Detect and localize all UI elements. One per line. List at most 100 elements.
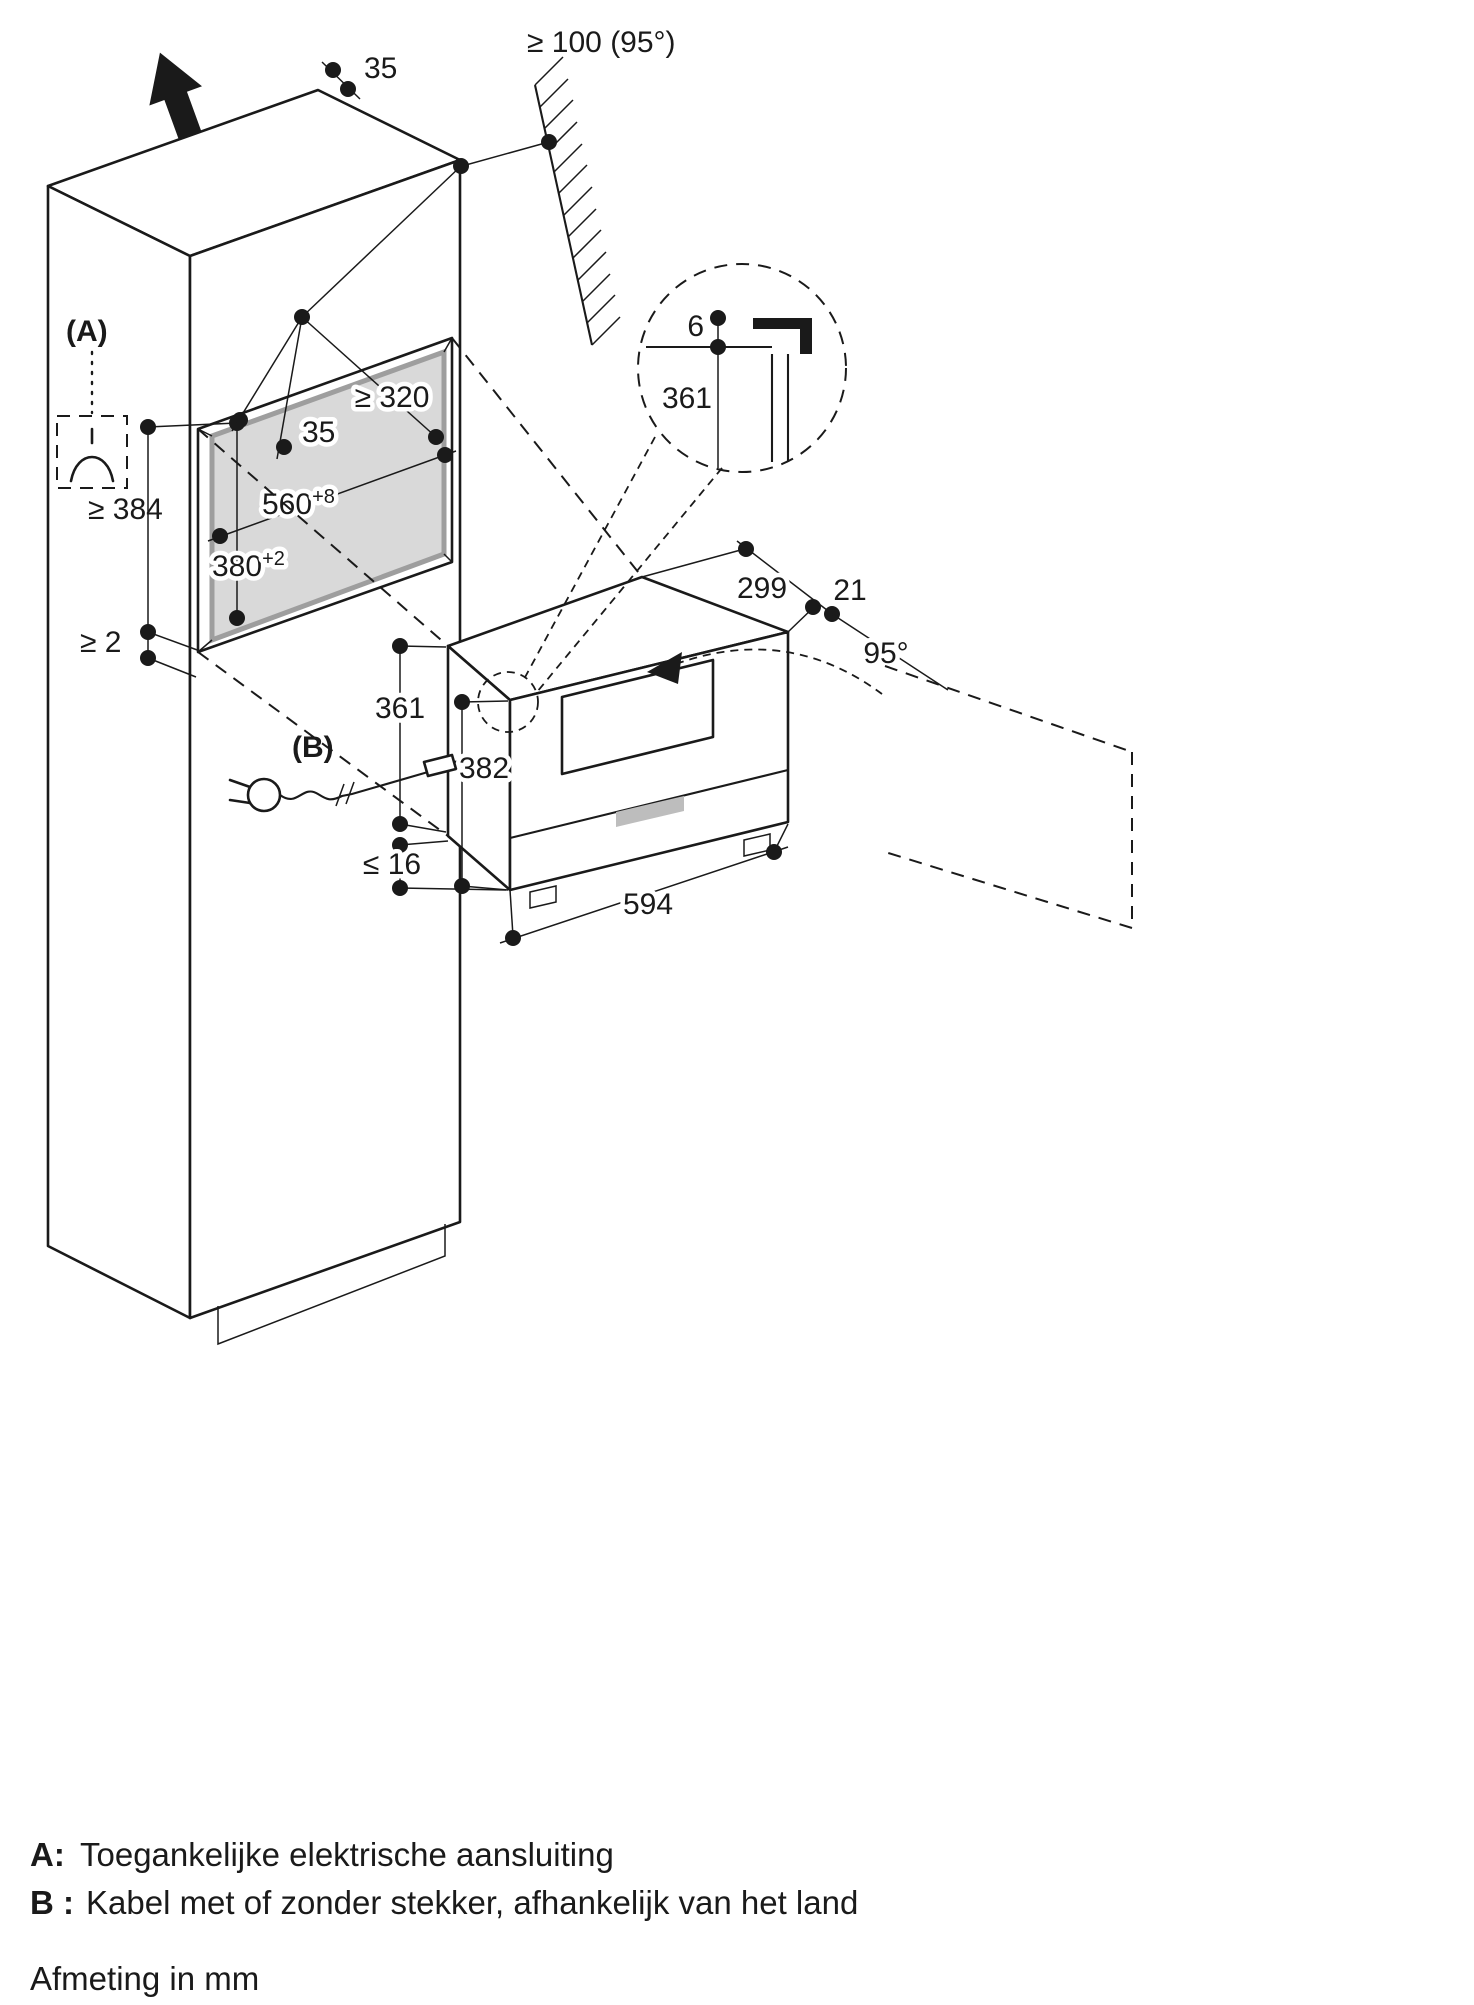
niche [196, 336, 454, 654]
mounting-rail-profile [753, 318, 812, 354]
dim-top-overhang: 35 [321, 52, 397, 100]
dim-dot [437, 447, 453, 463]
dim-appliance-height: 382 [454, 694, 514, 894]
dim-appliance-width: 594 [499, 823, 789, 946]
dim-label: 594 [623, 888, 673, 921]
dim-detail-gap: 6 [687, 310, 726, 355]
dim-label: 21 [833, 574, 866, 607]
projection-line [451, 337, 643, 578]
plug-icon [246, 777, 282, 813]
ext-line [147, 422, 238, 428]
dim-bottom-clearance: ≥ 2 [80, 626, 201, 678]
leader-line [831, 613, 949, 691]
cable-break-mark [335, 783, 345, 807]
dim-label: 95° [863, 637, 908, 670]
niche-depth-edge [197, 639, 213, 653]
open-door-edge [884, 851, 1133, 929]
legend-units: Afmeting in mm [30, 1960, 259, 1997]
dim-rear-height: 361 [370, 638, 447, 833]
dim-niche-height: 380+2 [208, 415, 289, 626]
dim-foot-adjustment: ≤ 16 [358, 837, 507, 896]
dim-detail-height: 361 [662, 352, 719, 468]
dim-door-thickness: 21 [824, 570, 949, 691]
dim-label: 6 [687, 310, 704, 343]
door-bottom-strip-line [509, 768, 789, 840]
ext-line [399, 840, 449, 846]
dim-label: 361 [662, 382, 712, 415]
callout-a-box [56, 415, 128, 489]
dim-label: ≤ 16 [363, 848, 421, 881]
door-swing-arc [675, 648, 883, 695]
dim-appliance-depth: 299 [641, 540, 837, 633]
dim-line [207, 450, 457, 542]
dim-label: 382 [459, 752, 509, 785]
dim-line [276, 316, 303, 460]
callout-a: (A) [56, 315, 128, 489]
dim-dot [805, 599, 821, 615]
legend-b-key: B : [30, 1884, 74, 1921]
dim-dot [453, 158, 469, 174]
legend-a-text: Toegankelijke elektrische aansluiting [80, 1836, 614, 1873]
ext-line [147, 657, 197, 678]
callout-b-label: (B) [292, 731, 334, 764]
legend-a-key: A: [30, 1836, 65, 1873]
projection-line [197, 428, 449, 647]
open-door-edge [884, 665, 1133, 753]
up-arrow-icon [149, 52, 202, 140]
dim-label: ≥ 100 (95°) [527, 26, 676, 59]
callout-b: (B) [228, 731, 479, 813]
leader-line [301, 165, 462, 318]
dim-dot [766, 844, 782, 860]
projection-lines [197, 337, 643, 837]
wall-line [533, 84, 594, 346]
dim-dot [392, 638, 408, 654]
dim-dot [392, 880, 408, 896]
dim-label: 361 [375, 692, 425, 725]
plug-prong [228, 778, 252, 789]
dim-dot [454, 694, 470, 710]
plug-prong [228, 798, 252, 805]
appliance [446, 575, 790, 909]
detail-view: 6 361 [637, 263, 847, 473]
cable-connector [422, 753, 458, 778]
projection-line [197, 651, 449, 837]
ext-line [399, 887, 507, 891]
legend: A: Toegankelijke elektrische aansluiting… [30, 1836, 858, 1997]
legend-b-text: Kabel met of zonder stekker, afhankelijk… [86, 1884, 858, 1921]
dim-dot [140, 419, 156, 435]
ext-line [509, 889, 514, 937]
dim-label: 35 [364, 52, 397, 85]
dim-dot [710, 339, 726, 355]
dim-dot [428, 429, 444, 445]
dim-line [301, 316, 437, 438]
dim-niche-depth: ≥ 320 [294, 309, 444, 445]
ext-line [641, 547, 749, 578]
dim-label: ≥ 2 [80, 626, 121, 659]
cabinet-plinth [217, 1224, 446, 1346]
dim-dot [505, 930, 521, 946]
dim-dot [454, 878, 470, 894]
dim-label: ≥ 320 [355, 381, 430, 414]
niche-depth-edge [443, 553, 453, 563]
wall-hatch-lines [534, 56, 621, 346]
dim-dot [392, 837, 408, 853]
wall [533, 56, 621, 346]
cable-break-mark [345, 781, 355, 805]
door-handle-strip [616, 796, 684, 827]
ext-line [147, 631, 201, 652]
cabinet-side-face [46, 184, 192, 1320]
callout-a-label: (A) [66, 315, 108, 348]
dim-dot [710, 310, 726, 326]
detail-circle [637, 263, 847, 473]
dim-line [231, 316, 303, 432]
detail-leader-line [522, 436, 656, 682]
dim-dot [276, 439, 292, 455]
dim-dot [140, 650, 156, 666]
cable-tail [453, 755, 479, 764]
appliance-foot [529, 885, 557, 909]
dim-wall-distance: ≥ 100 (95°) [301, 26, 676, 318]
dim-dot [340, 81, 356, 97]
door-swing: 95° [647, 633, 1133, 929]
dim-dot [212, 528, 228, 544]
dim-dot [392, 816, 408, 832]
